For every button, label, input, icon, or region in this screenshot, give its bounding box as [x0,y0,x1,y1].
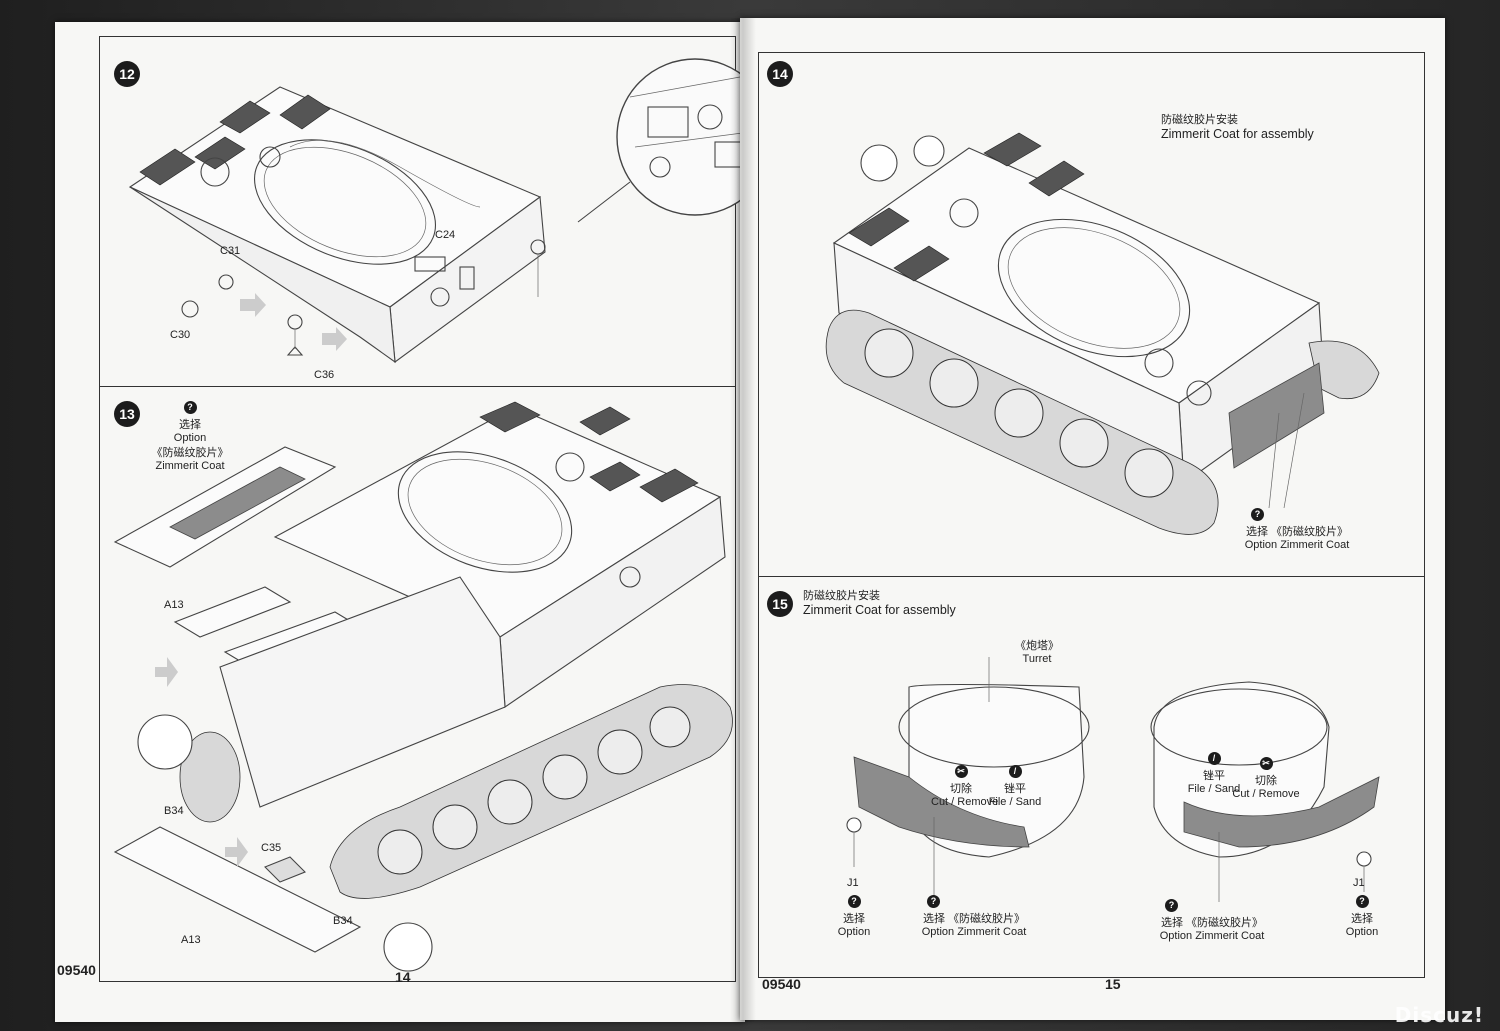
file-icon: / [1008,765,1022,778]
turret-cn: 《炮塔》 [1015,640,1059,652]
step12-number: 12 [114,61,140,87]
step14-panel: 14 防磁纹胶片安装 Zimmerit Coat for assembly [758,52,1425,577]
part-label: A13 [164,599,184,611]
option-callout-right: ? 选择 Option [1337,895,1387,938]
step14-hull-drawing [825,132,1380,535]
zimmerit-cn: 《防磁纹胶片》 [1271,526,1349,538]
zimmerit-cn: 《防磁纹胶片》 [151,447,229,459]
part-j1-right: J1 [1353,877,1365,889]
zimmerit-label: Zimmerit Coat [957,926,1027,938]
cut-callout-right: ✂ 切除 Cut / Remove [1231,757,1301,800]
question-icon: ? [927,895,940,908]
step15-number: 15 [767,591,793,617]
turret-en: Turret [1022,653,1052,665]
option-cn: 选择 [843,913,865,925]
step15-title-cn: 防磁纹胶片安装 [803,590,880,602]
file-label: File / Sand [1187,783,1241,795]
option-callout: ? 选择 Option 《防磁纹胶片》 Zimmerit Coat [150,401,230,472]
file-cn: 锉平 [1004,783,1026,795]
file-callout-left: / 锉平 File / Sand [985,765,1045,808]
step13-drawing [113,401,733,972]
option-label: Option [921,926,955,938]
option-label: Option [173,432,207,444]
step14-title-cn: 防磁纹胶片安装 [1161,114,1238,126]
cut-callout-left: ✂ 切除 Cut / Remove [931,765,999,808]
file-cn: 锉平 [1203,770,1225,782]
zimmerit-label: Zimmerit Coat [1195,930,1265,942]
cut-cn: 切除 [1255,775,1277,787]
step15-panel: 15 防磁纹胶片安装 Zimmerit Coat for assembly 《炮… [758,576,1425,978]
option-label: Option [837,926,871,938]
part-label: C24 [435,229,456,241]
part-label: A13 [181,934,201,946]
zimmerit-cn: 《防磁纹胶片》 [948,913,1026,925]
cut-icon: ✂ [1259,757,1273,770]
zimmerit-label: Zimmerit Coat [155,460,225,472]
left-page: 12 [55,22,774,1022]
file-label: File / Sand [988,796,1042,808]
step12-hull-drawing [128,58,774,364]
option-cn: 选择 [922,913,945,925]
zimmerit-callout-right: ? 选择 《防磁纹胶片》 Option Zimmerit Coat [1147,899,1277,942]
zimmerit-cn: 《防磁纹胶片》 [1186,917,1264,929]
part-label: B34 [333,915,353,927]
part-label: C30 [170,329,191,341]
option-label: Option [1159,930,1193,942]
question-icon: ? [1251,508,1264,521]
option-cn: 选择 [1351,913,1373,925]
part-label: C35 [261,842,282,854]
option-cn: 选择 [1160,917,1183,929]
watermark: Discuz! [1394,1003,1484,1027]
step15-turret-drawings [846,657,1380,902]
page-number: 15 [1105,976,1121,992]
question-icon: ? [1355,895,1369,908]
cut-label: Cut / Remove [1232,788,1300,800]
catalog-number: 09540 [762,976,801,992]
step12-panel: 12 [99,36,774,387]
step14-number: 14 [767,61,793,87]
part-label: C36 [314,369,335,381]
option-label: Option [1345,926,1379,938]
file-callout-right: / 锉平 File / Sand [1184,752,1244,795]
option-cn: 选择 [1245,526,1268,538]
file-icon: / [1207,752,1221,765]
step14-option-callout: ? 选择 《防磁纹胶片》 Option Zimmerit Coat [1237,508,1357,551]
option-label: Option [1244,539,1278,551]
step15-title: Zimmerit Coat for assembly [803,603,956,617]
part-label: B34 [164,805,184,817]
right-page: 14 防磁纹胶片安装 Zimmerit Coat for assembly [740,18,1445,1020]
step13-panel: 13 ? 选择 Option 《防磁纹胶片》 Zimmerit Coat [99,386,736,982]
cut-icon: ✂ [954,765,968,778]
question-icon: ? [183,401,197,414]
zimmerit-callout-left: ? 选择 《防磁纹胶片》 Option Zimmerit Coat [909,895,1039,938]
step13-number: 13 [114,401,140,427]
part-label: C31 [220,245,241,257]
cut-label: Cut / Remove [931,796,999,808]
part-j1-left: J1 [847,877,859,889]
step14-title: Zimmerit Coat for assembly [1161,127,1314,141]
zimmerit-label: Zimmerit Coat [1280,539,1350,551]
turret-label: 《炮塔》 Turret [1007,637,1067,665]
question-icon: ? [1165,899,1178,912]
page-number: 14 [395,969,411,985]
cut-cn: 切除 [950,783,972,795]
question-icon: ? [847,895,861,908]
catalog-number: 09540 [57,962,96,978]
option-cn: 选择 [179,419,201,431]
option-callout-left: ? 选择 Option [829,895,879,938]
book-gutter [730,18,756,1022]
